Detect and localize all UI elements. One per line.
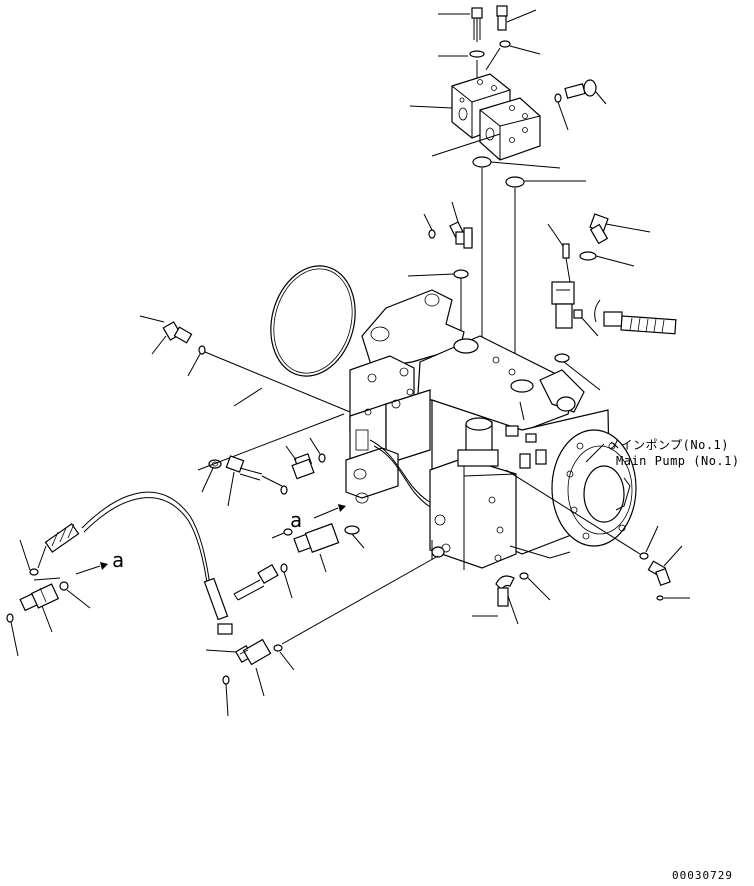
far-left-oring-1	[19, 539, 39, 576]
right-valve-cartridge	[551, 257, 599, 337]
upper-elbow-fitting	[496, 5, 537, 31]
bolt-left	[225, 455, 263, 507]
upper-bolt	[438, 7, 483, 42]
sensor-left	[293, 523, 365, 573]
oring-middle	[407, 269, 469, 342]
oring-top-1	[472, 156, 561, 340]
washer-left	[197, 413, 345, 493]
upper-right-plug	[554, 79, 607, 131]
drawing-number: 00030729	[672, 869, 733, 882]
far-left-coupler	[19, 577, 61, 633]
view-arrow-label-upper: a	[290, 508, 303, 532]
upper-valve-block-2	[431, 97, 541, 161]
lower-left-bolt	[233, 563, 293, 601]
oring-left-small-2	[271, 528, 293, 539]
far-right-oring	[505, 469, 659, 560]
far-left-oring-3	[6, 613, 19, 657]
oring-top-2	[505, 176, 586, 378]
middle-elbow-fitting	[423, 201, 473, 249]
upper-washer	[438, 50, 485, 58]
view-arrow-label-lower: a	[112, 548, 125, 572]
main-pump-body	[345, 289, 637, 570]
far-left-oring-2	[59, 581, 91, 609]
right-elbow-fitting	[589, 213, 651, 245]
large-gasket-ring	[233, 265, 356, 407]
arrow-a1-shape	[313, 504, 346, 519]
far-right-elbow	[647, 545, 690, 601]
sensor-plug-left	[285, 437, 326, 480]
lower-elbow	[472, 572, 551, 625]
small-plug-right	[547, 223, 570, 259]
right-oring	[579, 251, 635, 267]
upper-oring	[499, 40, 541, 55]
hose-assembly	[37, 491, 233, 635]
lower-fitting	[205, 555, 439, 717]
oring-left-small-1	[261, 475, 288, 495]
left-upper-plug	[139, 315, 351, 413]
main-pump-label-en: Main Pump (No.1)	[616, 454, 740, 468]
right-hose-fitting	[594, 299, 677, 335]
main-pump-label-jp: メインポンプ(No.1)	[608, 438, 729, 452]
arrow-a2-shape	[75, 562, 108, 575]
